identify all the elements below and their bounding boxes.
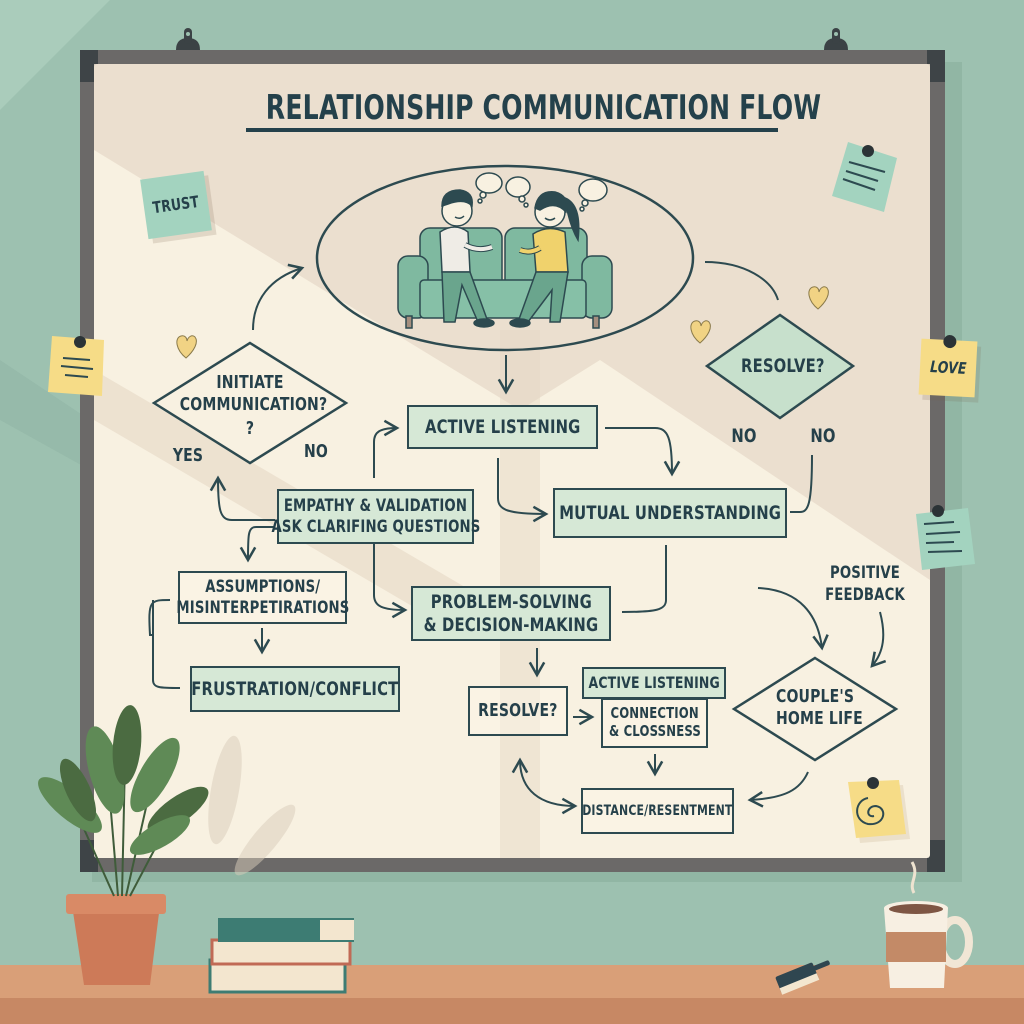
home-life-diamond: [731, 656, 899, 762]
node-resolve-box: RESOLVE?: [468, 686, 568, 736]
plant-pot: [66, 894, 166, 985]
heart-icons: [176, 286, 829, 359]
home-life-label-line1: COUPLE'S: [776, 686, 855, 707]
initiate-no-label: NO: [303, 441, 329, 462]
scene-ellipse: [315, 164, 695, 352]
thought-bubbles: [475, 172, 608, 212]
resolve-no-right-label: NO: [810, 425, 836, 447]
home-life-label-line2: HOME LIFE: [776, 708, 863, 729]
board-title: RELATIONSHIP COMMUNICATION FLOW: [265, 88, 822, 128]
node-frustration-conflict: FRUSTRATION/CONFLICT: [190, 666, 400, 712]
initiate-yes-label: YES: [172, 445, 204, 466]
man-figure: [439, 189, 495, 328]
node-empathy-validation: EMPATHY & VALIDATION ASK CLARIFING QUEST…: [271, 489, 480, 544]
positive-feedback-label-line1: POSITIVE: [829, 563, 901, 583]
sticky-note-green-right: [916, 505, 975, 570]
sticky-note-yellow-left: [48, 336, 104, 396]
sticky-note-trust: TRUST: [140, 170, 212, 240]
resolve-no-left-label: NO: [731, 425, 757, 447]
resolve-diamond: [704, 313, 856, 420]
resolve-diamond-label: RESOLVE?: [741, 355, 825, 377]
sofa-illustration: [397, 227, 613, 329]
book-stack: [208, 918, 354, 994]
pin-icon: [943, 334, 957, 349]
woman-figure: [509, 191, 580, 328]
coffee-mug: [884, 861, 973, 988]
initiate-diamond: [151, 341, 349, 465]
swirl-icon: [856, 797, 885, 826]
node-mutual-understanding: MUTUAL UNDERSTANDING: [553, 488, 787, 538]
sticky-note-green-top-right: [832, 142, 897, 212]
title-underline: [246, 128, 778, 132]
plant-leaves: [38, 705, 209, 897]
initiate-label-line3: ?: [245, 418, 255, 439]
positive-feedback-label-line2: FEEDBACK: [825, 585, 905, 605]
node-assumptions: ASSUMPTIONS/ MISINTERPETIRATIONS: [176, 571, 349, 624]
board-hanger-right: [824, 28, 848, 50]
initiate-label-line2: COMMUNICATION?: [179, 394, 328, 415]
node-active-listening: ACTIVE LISTENING: [407, 405, 598, 449]
sticky-note-love: LOVE: [918, 334, 978, 398]
initiate-label-line1: INITIATE: [216, 372, 284, 393]
board-hanger-left: [176, 28, 200, 50]
whiteboard-eraser: [775, 960, 830, 995]
sticky-note-swirl: [848, 777, 910, 843]
node-distance-resentment: DISTANCE/RESENTMENT: [581, 788, 734, 834]
node-problem-solving: PROBLEM-SOLVING & DECISION-MAKING: [411, 586, 611, 641]
node-active-listening-2: ACTIVE LISTENING: [582, 667, 726, 699]
node-connection-closeness: CONNECTION & CLOSSNESS: [601, 698, 708, 748]
connectors: [148, 261, 887, 815]
